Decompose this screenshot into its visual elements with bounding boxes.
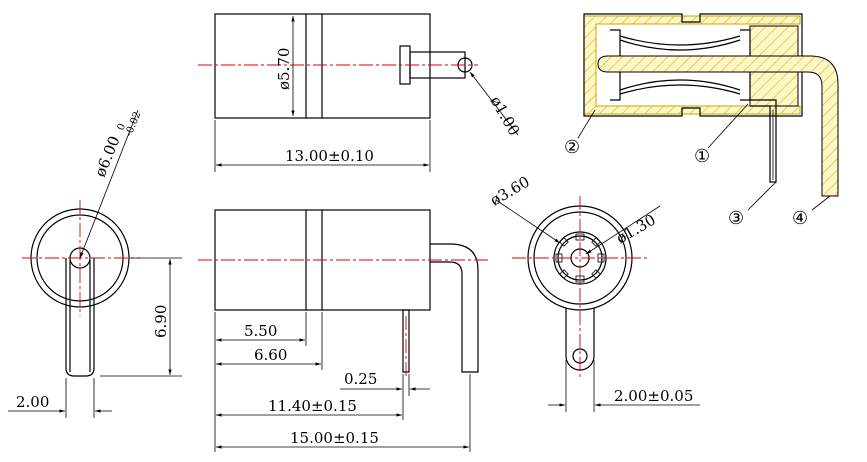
dim-11-40: 11.40±0.15 bbox=[268, 397, 357, 415]
top-side-view: ø5.70 ø1.00 13.00±0.10 bbox=[198, 13, 524, 172]
rear-view-right: ø3.60 ø1.30 2.00±0.05 bbox=[487, 173, 700, 412]
dim-0-25: 0.25 bbox=[344, 370, 377, 388]
dim-15-00: 15.00±0.15 bbox=[290, 429, 379, 447]
dim-dia-360: ø3.60 bbox=[487, 173, 533, 210]
dim-dia-130: ø1.30 bbox=[613, 211, 659, 248]
dim-height: 6.90 bbox=[152, 305, 170, 338]
bottom-side-view: 5.50 6.60 0.25 11.40±0.15 15.00±0.15 bbox=[198, 209, 490, 452]
callout-2: ② bbox=[564, 137, 580, 158]
dim-5-50: 5.50 bbox=[244, 322, 277, 340]
dim-dia-shell-tol-upper: 0 bbox=[116, 122, 129, 132]
dim-6-60: 6.60 bbox=[254, 346, 287, 364]
callout-4: ④ bbox=[792, 208, 808, 229]
callout-3: ③ bbox=[728, 208, 744, 229]
dim-length-body: 13.00±0.10 bbox=[285, 147, 374, 165]
section-view: ② ① ③ ④ bbox=[564, 13, 839, 229]
dim-dia-shell-tol-lower: -0.02 bbox=[124, 110, 144, 138]
dim-tab-width-2: 2.00±0.05 bbox=[614, 387, 693, 405]
dim-dia-body: ø5.70 bbox=[275, 48, 293, 90]
dim-tab-width: 2.00 bbox=[16, 393, 49, 411]
dim-dia-shell: ø6.00 bbox=[91, 133, 124, 179]
dim-dia-pin: ø1.00 bbox=[487, 93, 524, 139]
front-view-left: ø6.00 0 -0.02 6.90 2.00 bbox=[8, 109, 182, 418]
callout-1: ① bbox=[694, 146, 710, 167]
